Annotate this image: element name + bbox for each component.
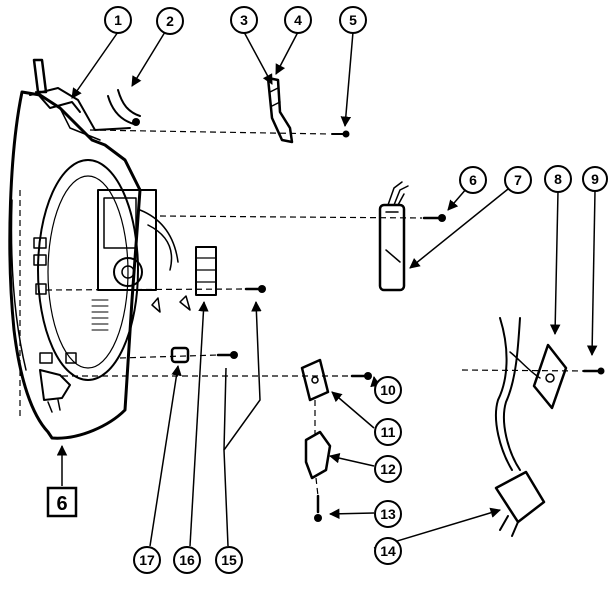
part-switch xyxy=(378,181,409,292)
callout-17: 17 xyxy=(133,546,161,574)
appliance-housing xyxy=(8,87,217,440)
callout-10: 10 xyxy=(374,376,402,404)
callout-14: 14 xyxy=(374,537,402,565)
callout-8: 8 xyxy=(544,165,572,193)
callout-3: 3 xyxy=(230,6,258,34)
part-bracket-lamp xyxy=(32,58,81,113)
callout-17-label: 17 xyxy=(139,552,155,568)
callout-14-label: 14 xyxy=(380,543,396,559)
alignment-lines xyxy=(19,129,585,497)
callout-16: 16 xyxy=(173,546,201,574)
callout-13-label: 13 xyxy=(380,506,396,522)
callout-8-label: 8 xyxy=(554,171,562,187)
callout-2-label: 2 xyxy=(166,13,174,29)
callout-16-label: 16 xyxy=(179,552,195,568)
figure-label: 6 xyxy=(56,493,67,515)
callout-9: 9 xyxy=(582,166,608,192)
part-screw-10 xyxy=(350,372,372,380)
callout-6: 6 xyxy=(459,166,487,194)
callout-12-label: 12 xyxy=(380,461,396,477)
callout-1-label: 1 xyxy=(114,12,122,28)
callout-7-label: 7 xyxy=(514,172,522,188)
callout-6-label: 6 xyxy=(469,172,477,188)
part-wire-clip xyxy=(107,89,141,126)
part-clip-12 xyxy=(304,430,332,480)
callout-10-label: 10 xyxy=(380,382,396,398)
part-power-cord xyxy=(494,317,546,537)
callout-15-label: 15 xyxy=(221,552,237,568)
callout-9-label: 9 xyxy=(591,171,599,187)
figure-label-box: 6 xyxy=(46,486,78,518)
callout-5: 5 xyxy=(339,6,367,34)
part-screw-5 xyxy=(331,130,350,138)
callout-7: 7 xyxy=(504,166,532,194)
callout-15: 15 xyxy=(215,546,243,574)
callout-13: 13 xyxy=(374,500,402,528)
part-screw-15 xyxy=(216,285,266,359)
callout-1: 1 xyxy=(104,6,132,34)
callout-11: 11 xyxy=(374,418,402,446)
callout-11-label: 11 xyxy=(381,424,396,440)
part-screw-13 xyxy=(314,494,322,522)
callout-12: 12 xyxy=(374,455,402,483)
callout-5-label: 5 xyxy=(349,12,357,28)
part-strain-relief xyxy=(532,343,568,410)
part-bushing xyxy=(170,346,190,364)
callout-4-label: 4 xyxy=(294,12,302,28)
callout-2: 2 xyxy=(156,7,184,35)
leader-lines xyxy=(56,31,598,549)
part-hinge-brackets xyxy=(266,76,294,144)
part-screw-9 xyxy=(582,367,605,375)
part-bracket-11 xyxy=(300,358,330,402)
part-screw-6 xyxy=(422,214,446,222)
callout-4: 4 xyxy=(284,6,312,34)
callout-3-label: 3 xyxy=(240,12,248,28)
